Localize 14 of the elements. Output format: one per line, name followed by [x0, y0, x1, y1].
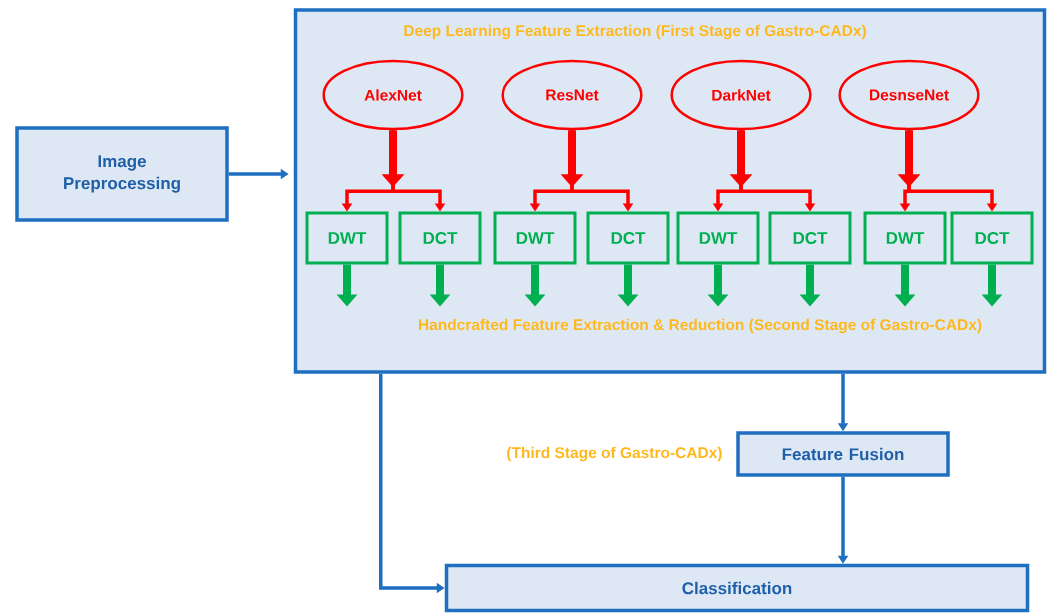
stage-heading: Deep Learning Feature Extraction (First Stage of Gastro-CADx) [404, 24, 866, 40]
stage-heading: Handcrafted Feature Extraction & Reduction (Second Stage of Gastro-CADx) [419, 318, 982, 334]
process-box: (Third Stage of Gastro-CADx) Feature Fusion [507, 431, 950, 477]
transform-box: DCT [398, 211, 482, 265]
transform-box: DWT [305, 211, 389, 265]
transform-box: DWT [676, 211, 760, 265]
transform-box: DWT [493, 211, 577, 265]
transform-box: DCT [768, 211, 852, 265]
transform-box: DCT [586, 211, 670, 265]
process-box: Image Preprocessing [15, 126, 229, 222]
process-box: Classification [444, 563, 1030, 613]
stage-note: (Third Stage of Gastro-CADx) [507, 446, 722, 462]
transform-box: DCT [950, 211, 1034, 265]
transform-box: DWT [863, 211, 947, 265]
